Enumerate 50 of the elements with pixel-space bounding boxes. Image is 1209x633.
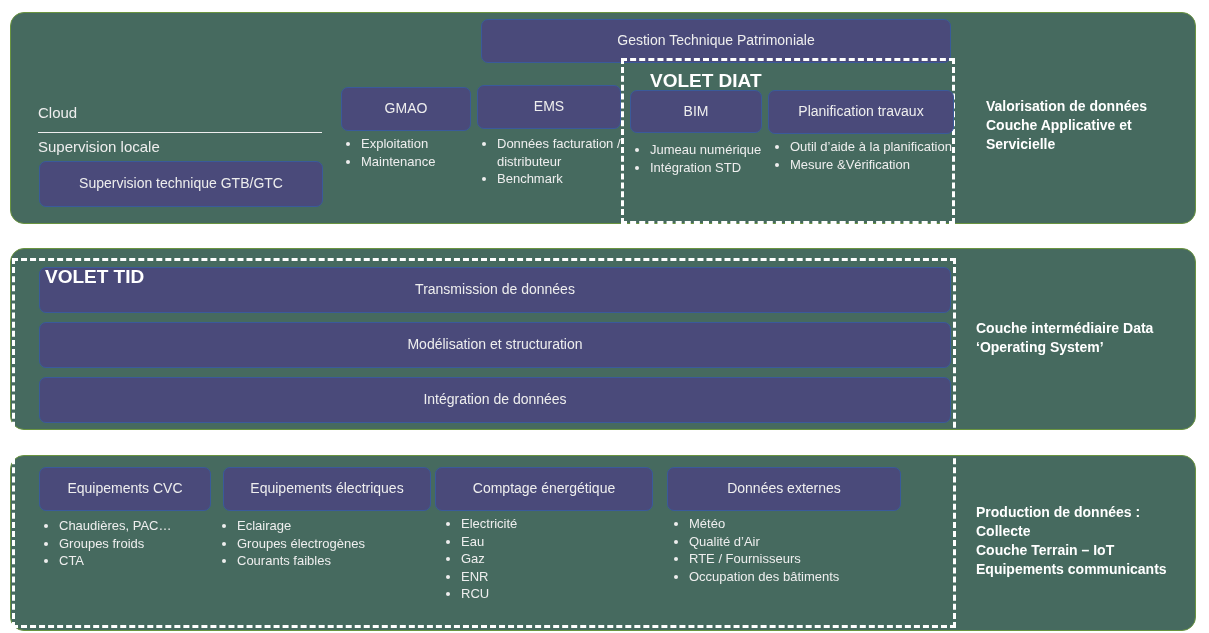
layer-title: Couche intermédiaire Data ‘Operating System’ (976, 319, 1155, 357)
bullet-text: CTA (59, 553, 85, 569)
layer-title: Equipements communicants (976, 559, 1168, 579)
bullet-text: Exploitation (361, 136, 429, 151)
module-box: Gestion Technique Patrimoniale (481, 19, 951, 63)
dashed-frame (621, 58, 955, 224)
module-box: Comptage énergétique (435, 467, 653, 511)
bullet-text: Groupes électrogènes (237, 535, 365, 551)
bullet-text: Eau (461, 533, 485, 549)
frame-title: VOLET DIAT (650, 70, 762, 92)
module-box: Intégration de données (39, 377, 951, 423)
bullet-text: Maintenance (361, 153, 436, 169)
bullet-text: RCU (461, 586, 490, 602)
bullet-text: Courants faibles (237, 553, 331, 569)
module-box: Planification travaux (768, 90, 954, 134)
bullet-text: ENR (461, 568, 489, 584)
frame-title: VOLET TID (45, 266, 145, 288)
module-box: GMAO (341, 87, 471, 131)
bullet-text: Chaudières, PAC… (59, 518, 172, 533)
layer-title: Production de données : (976, 503, 1142, 522)
bullet-text: Electricité (461, 516, 518, 531)
bullet-text: Groupes froids (59, 535, 145, 551)
layer-title: Collecte (976, 521, 1032, 541)
bullet-text: Données facturation / distributeur (497, 136, 621, 169)
layer-band (10, 12, 1196, 224)
module-box: Equipements électriques (223, 467, 431, 511)
layer-title: Couche Applicative et Servicielle (986, 115, 1133, 154)
bullet-text: Météo (689, 516, 726, 531)
layer-band (10, 455, 1196, 631)
bullet-text: RTE / Fournisseurs (689, 551, 801, 567)
module-box: EMS (477, 85, 621, 129)
bullet-text: Benchmark (497, 171, 563, 187)
bullet-text: Gaz (461, 551, 485, 567)
bullet-text: Occupation des bâtiments (689, 568, 840, 584)
bullet-text: Intégration STD (650, 159, 742, 175)
layer-title: Valorisation de données (986, 97, 1149, 116)
bullet-text: Mesure &Vérification (790, 156, 910, 172)
tier-label: Supervision locale (38, 138, 160, 155)
layer-band (10, 248, 1196, 430)
module-box: Equipements CVC (39, 467, 211, 511)
tier-label: Cloud (38, 104, 78, 121)
bullet-text: Outil d’aide à la planification (790, 139, 952, 154)
module-box: BIM (630, 90, 762, 133)
bullet-text: Eclairage (237, 518, 292, 533)
layer-title: Couche Terrain – IoT (976, 540, 1116, 560)
module-box: Supervision technique GTB/GTC (39, 161, 323, 207)
module-box: Données externes (667, 467, 901, 511)
bullet-text: Jumeau numérique (650, 142, 762, 157)
module-box: Modélisation et structuration (39, 322, 951, 368)
bullet-text: Qualité d’Air (689, 533, 760, 549)
